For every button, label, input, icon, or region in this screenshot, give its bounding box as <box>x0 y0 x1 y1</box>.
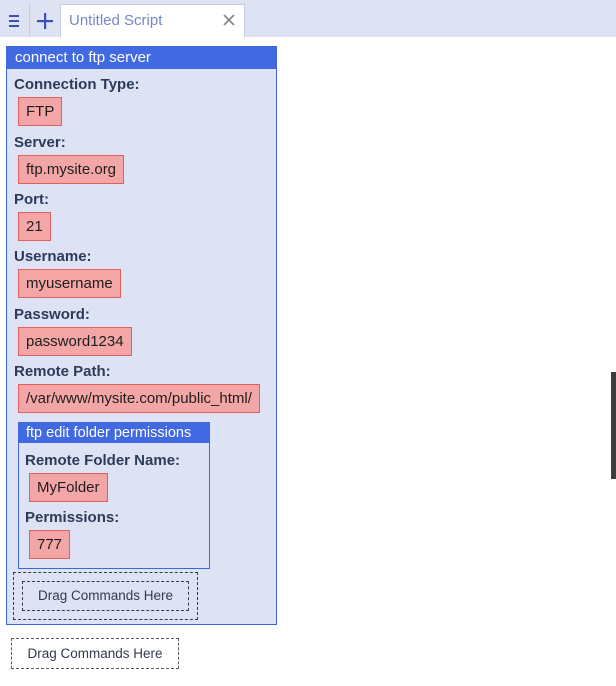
scrollbar-thumb[interactable] <box>611 372 616 479</box>
tab-untitled-script[interactable]: Untitled Script <box>60 4 245 37</box>
username-value[interactable]: myusername <box>18 269 121 298</box>
block-title[interactable]: connect to ftp server <box>7 47 276 69</box>
inner-block-title[interactable]: ftp edit folder permissions <box>19 423 209 443</box>
vertical-scrollbar[interactable] <box>610 37 616 686</box>
username-label: Username: <box>14 248 92 265</box>
server-label: Server: <box>14 134 66 151</box>
hamburger-menu-icon <box>9 14 19 27</box>
password-label: Password: <box>14 306 90 323</box>
connection-type-value[interactable]: FTP <box>18 97 63 126</box>
block-drop-zone[interactable]: Drag Commands Here <box>13 572 198 620</box>
remote-folder-name-label: Remote Folder Name: <box>25 452 181 469</box>
new-tab-button[interactable] <box>29 4 60 37</box>
drag-commands-here[interactable]: Drag Commands Here <box>11 638 179 669</box>
password-value[interactable]: password1234 <box>18 327 132 356</box>
tab-title: Untitled Script <box>69 12 163 29</box>
remote-path-label: Remote Path: <box>14 363 111 380</box>
connection-type-label: Connection Type: <box>14 76 140 93</box>
tab-bar: Untitled Script <box>0 0 616 37</box>
menu-button[interactable] <box>0 4 28 37</box>
plus-icon <box>37 12 53 29</box>
remote-path-value[interactable]: /var/www/mysite.com/public_html/ <box>18 384 260 413</box>
ftp-edit-permissions-block[interactable]: ftp edit folder permissions Remote Folde… <box>18 422 210 569</box>
drag-commands-here-inner[interactable]: Drag Commands Here <box>22 581 189 611</box>
port-value[interactable]: 21 <box>18 212 51 241</box>
server-value[interactable]: ftp.mysite.org <box>18 155 125 184</box>
port-label: Port: <box>14 191 49 208</box>
permissions-label: Permissions: <box>25 509 120 526</box>
permissions-value[interactable]: 777 <box>29 530 71 559</box>
connect-ftp-block[interactable]: connect to ftp server Connection Type: F… <box>6 46 277 625</box>
remote-folder-name-value[interactable]: MyFolder <box>29 473 108 502</box>
close-icon[interactable] <box>222 13 236 27</box>
